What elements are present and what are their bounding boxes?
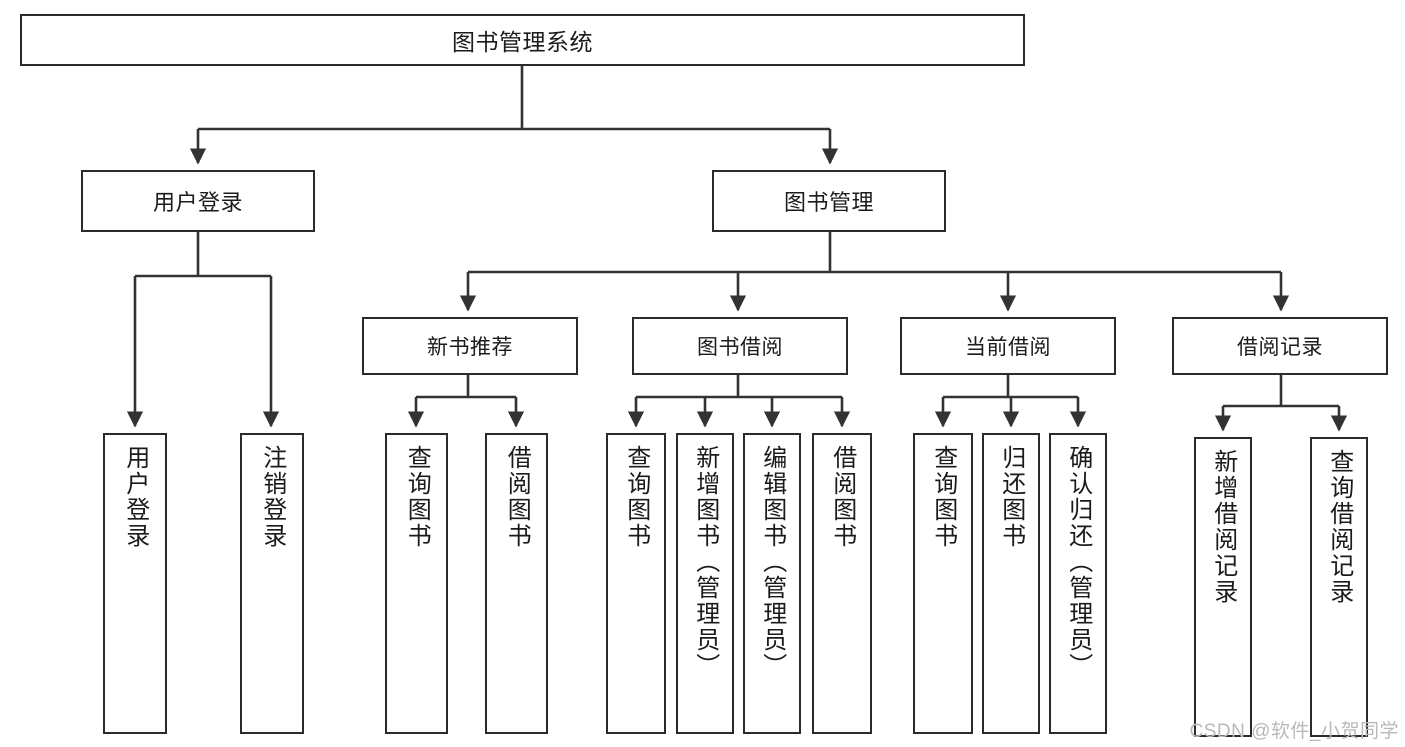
- node-book-borrow[interactable]: 图书借阅: [632, 317, 848, 375]
- node-label: 归还图书: [997, 445, 1025, 549]
- csdn-watermark: CSDN @软件_小贺同学: [1189, 721, 1399, 742]
- node-label: 查询图书: [622, 445, 650, 549]
- node-label: 图书管理系统: [452, 29, 593, 55]
- node-label: 图书管理: [783, 190, 874, 215]
- node-label: 当前借阅: [965, 336, 1051, 359]
- leaf-book-borrow-add[interactable]: 新增图书（管理员）: [676, 433, 734, 734]
- node-label: 查询图书: [929, 445, 957, 549]
- leaf-book-borrow-query[interactable]: 查询图书: [606, 433, 666, 734]
- leaf-borrow-record-query[interactable]: 查询借阅记录: [1310, 437, 1368, 737]
- leaf-borrow-record-add[interactable]: 新增借阅记录: [1194, 437, 1252, 737]
- node-label: 借阅图书: [503, 445, 531, 549]
- node-label: 新书推荐: [427, 336, 513, 359]
- node-label: 注销登录: [258, 445, 286, 549]
- node-label: 查询借阅记录: [1325, 449, 1353, 605]
- leaf-current-borrow-return[interactable]: 归还图书: [982, 433, 1040, 734]
- leaf-current-borrow-query[interactable]: 查询图书: [913, 433, 973, 734]
- node-label: 用户登录: [121, 445, 149, 549]
- node-new-book-recommend[interactable]: 新书推荐: [362, 317, 578, 375]
- node-current-borrow[interactable]: 当前借阅: [900, 317, 1116, 375]
- leaf-book-borrow-edit[interactable]: 编辑图书（管理员）: [743, 433, 801, 734]
- node-label: 编辑图书（管理员）: [758, 445, 786, 679]
- node-user-login[interactable]: 用户登录: [81, 170, 315, 232]
- node-label: 图书借阅: [697, 336, 783, 359]
- node-label: 用户登录: [152, 190, 243, 215]
- leaf-current-borrow-confirm-return[interactable]: 确认归还（管理员）: [1049, 433, 1107, 734]
- leaf-new-book-query[interactable]: 查询图书: [385, 433, 448, 734]
- leaf-user-login-login[interactable]: 用户登录: [103, 433, 167, 734]
- leaf-new-book-borrow[interactable]: 借阅图书: [485, 433, 548, 734]
- node-label: 确认归还（管理员）: [1064, 445, 1092, 679]
- node-root-system[interactable]: 图书管理系统: [20, 14, 1025, 66]
- node-borrow-record[interactable]: 借阅记录: [1172, 317, 1388, 375]
- node-book-management[interactable]: 图书管理: [712, 170, 946, 232]
- node-label: 借阅记录: [1237, 336, 1323, 359]
- node-label: 新增图书（管理员）: [691, 445, 719, 679]
- node-label: 借阅图书: [828, 445, 856, 549]
- leaf-user-login-logout[interactable]: 注销登录: [240, 433, 304, 734]
- leaf-book-borrow-borrow[interactable]: 借阅图书: [812, 433, 872, 734]
- node-label: 查询图书: [403, 445, 431, 549]
- node-label: 新增借阅记录: [1209, 449, 1237, 605]
